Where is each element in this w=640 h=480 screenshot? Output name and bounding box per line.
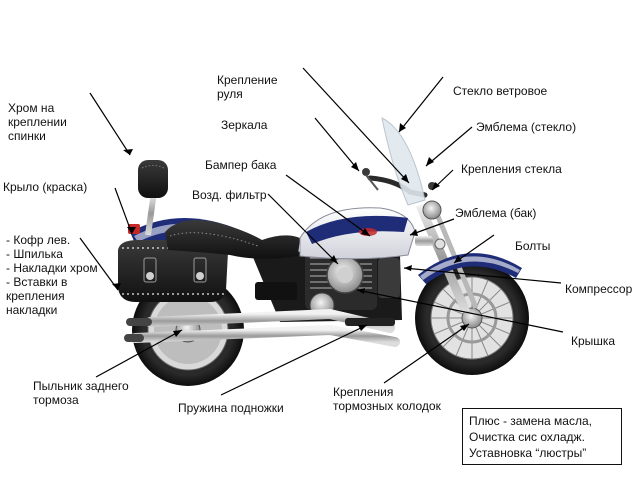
label-brake-pad-mounts: Крепления тормозных колодок — [333, 385, 441, 413]
label-emblem-tank: Эмблема (бак) — [455, 206, 537, 220]
label-cover: Крышка — [571, 334, 616, 348]
footboard — [345, 318, 395, 326]
pointer-lines — [79, 67, 564, 396]
label-rear-brake-dust: Пыльник заднего тормоза — [33, 379, 129, 407]
seat — [165, 219, 300, 259]
label-mirrors: Зеркала — [221, 118, 268, 132]
note-line: Уставновка “люстры” — [469, 446, 587, 460]
note-box: Плюс - замена масла, Очистка сис охладж.… — [462, 408, 622, 465]
label-emblem-glass: Эмблема (стекло) — [476, 120, 577, 134]
note-line: Плюс - замена масла, — [469, 414, 592, 428]
label-tank-bumper: Бампер бака — [205, 158, 277, 172]
label-chrome-backrest: Хром на креплении спинки — [8, 101, 67, 143]
label-handlebar-mount: Крепление руля — [217, 73, 278, 101]
label-air-filter: Возд. фильтр — [192, 188, 267, 202]
label-glass-mounts: Крепления стекла — [461, 162, 562, 176]
note-line: Очистка сис охладж. — [469, 430, 585, 444]
front-fork — [415, 201, 479, 314]
windshield — [381, 117, 426, 206]
front-wheel — [415, 261, 529, 375]
pointer-arrows — [112, 123, 469, 337]
fuel-tank — [299, 207, 416, 260]
label-left-side-list: - Кофр лев. - Шпилька - Накладки хром - … — [6, 233, 98, 317]
headlight — [415, 200, 446, 250]
label-fender-paint: Крыло (краска) — [3, 180, 88, 194]
backrest — [138, 160, 168, 236]
label-bolts: Болты — [515, 239, 551, 253]
label-windshield-glass: Стекло ветровое — [453, 84, 548, 98]
label-footrest-spring: Пружина подножки — [178, 401, 284, 415]
label-compressor: Компрессор — [565, 282, 633, 296]
